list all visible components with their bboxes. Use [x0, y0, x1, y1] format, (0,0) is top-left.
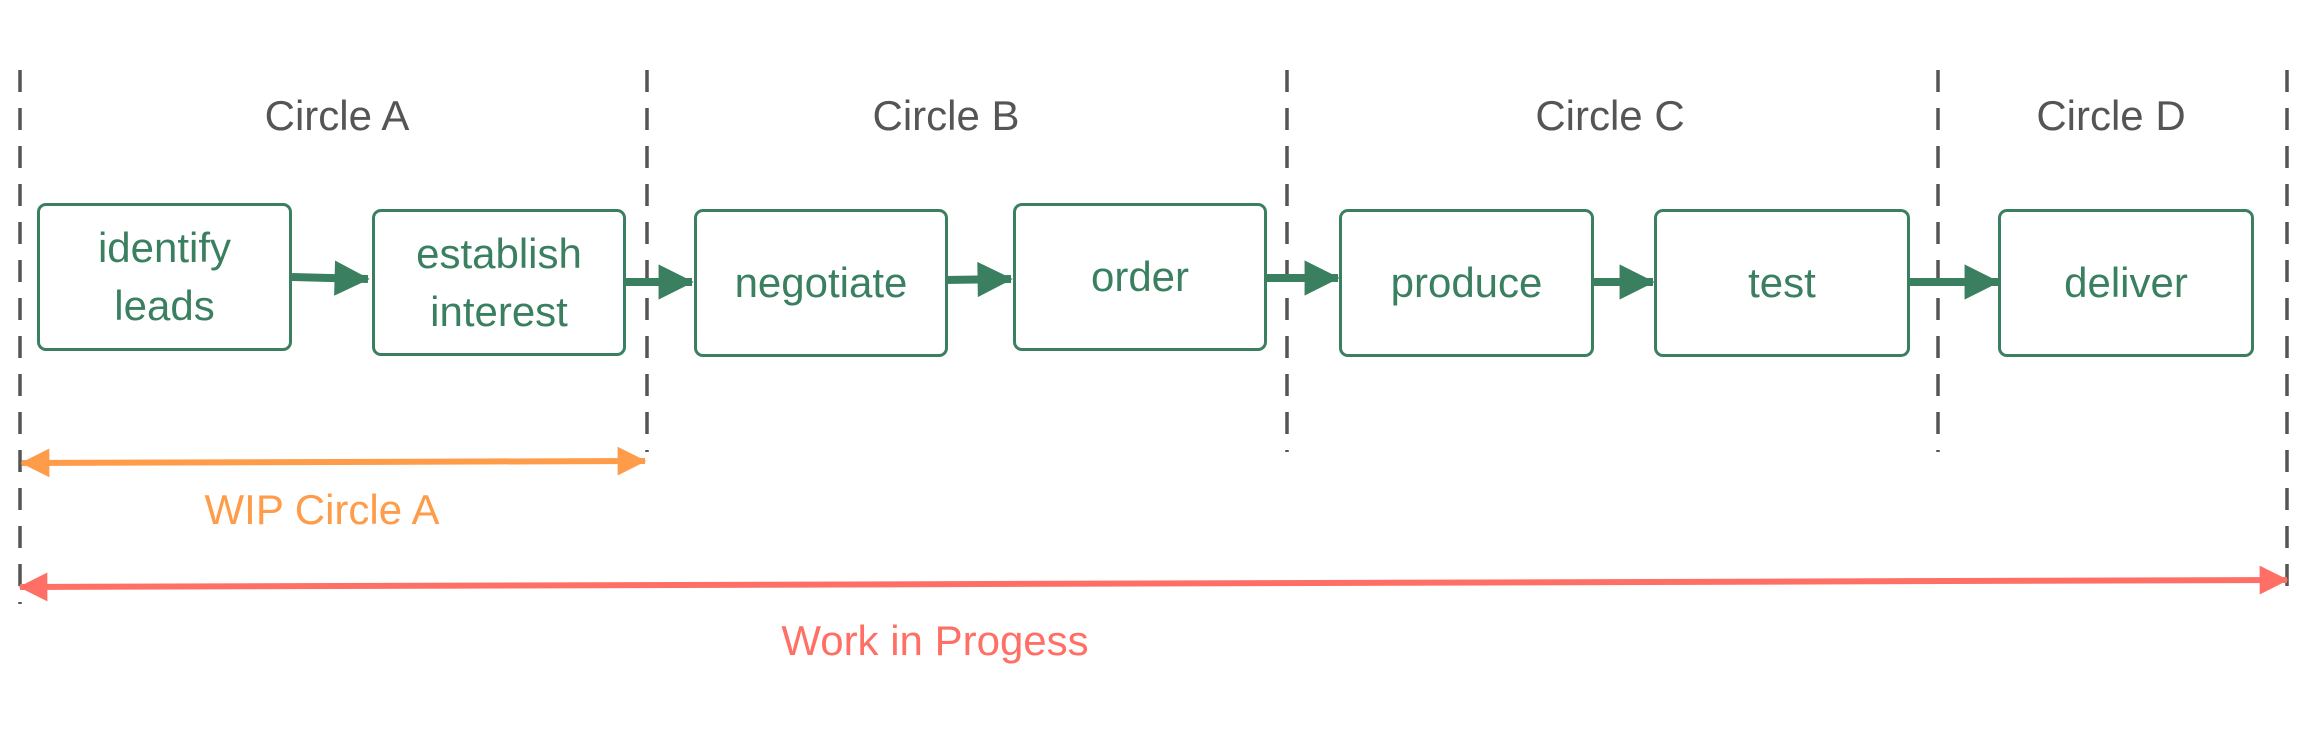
- step-produce: produce: [1339, 209, 1594, 357]
- step-label: test: [1748, 259, 1816, 306]
- step-label: deliver: [2064, 259, 2188, 306]
- step-deliver: deliver: [1998, 209, 2254, 357]
- work-in-progress-range-arrow: [18, 565, 2289, 602]
- circle-label-c: Circle C: [1535, 92, 1685, 139]
- circle-label-a: Circle A: [264, 92, 410, 139]
- wip-circle-a-label: WIP Circle A: [204, 486, 440, 533]
- step-label: interest: [430, 287, 568, 335]
- step-label: leads: [114, 282, 215, 329]
- circle-label-b: Circle B: [872, 92, 1020, 139]
- flow-arrow: [944, 261, 1013, 298]
- step-label: order: [1090, 253, 1190, 300]
- flow-arrow: [291, 260, 370, 296]
- step-identify-leads: identify leads: [37, 203, 292, 351]
- step-label: negotiate: [734, 259, 908, 306]
- work-in-progress-label: Work in Progess: [781, 617, 1089, 664]
- step-test: test: [1654, 209, 1910, 357]
- circle-label-d: Circle D: [2036, 92, 2186, 139]
- step-order: order: [1013, 203, 1267, 351]
- step-label: identify: [97, 224, 232, 271]
- wip-circle-a-range-arrow: [20, 446, 647, 478]
- step-establish-interest: establish interest: [372, 209, 626, 356]
- step-label: produce: [1390, 259, 1543, 306]
- step-negotiate: negotiate: [694, 209, 948, 357]
- step-label: establish: [416, 229, 582, 277]
